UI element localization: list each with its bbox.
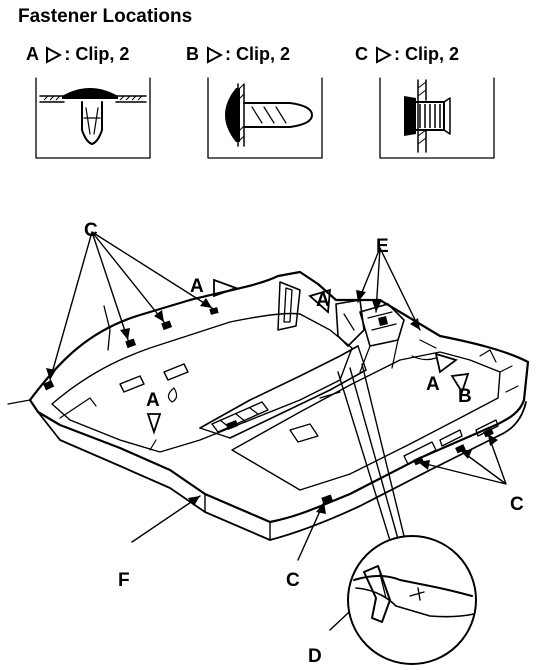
clip-a-detail — [35, 77, 151, 159]
triangle-markers — [146, 278, 470, 435]
triangle-marker-icon — [146, 413, 162, 435]
callout-a: A — [146, 390, 160, 411]
callout-a: A — [190, 276, 204, 297]
triangle-marker-icon — [450, 372, 470, 395]
triangle-marker-icon — [434, 352, 458, 374]
callout-f: F — [118, 570, 130, 591]
fastener-letter-b: B — [186, 44, 199, 64]
fastener-caption-a: A : Clip, 2 — [26, 44, 129, 65]
triangle-marker-icon — [308, 288, 332, 314]
fastener-letter-c: C — [355, 44, 368, 64]
fastener-text-c: : Clip, 2 — [394, 44, 460, 64]
fastener-text-a: : Clip, 2 — [64, 44, 130, 64]
callout-c: C — [84, 220, 98, 241]
callout-c: C — [286, 570, 300, 591]
arrowheads — [46, 290, 498, 608]
callout-d: D — [308, 646, 322, 667]
triangle-marker-icon — [213, 278, 239, 298]
callout-e: E — [376, 236, 389, 257]
fastener-caption-b: B : Clip, 2 — [186, 44, 290, 65]
clip-b-detail — [207, 77, 323, 159]
callout-b: B — [458, 386, 472, 407]
triangle-pointer-icon — [376, 46, 393, 64]
callout-c: C — [510, 494, 524, 515]
zoom-detail-circle — [347, 535, 477, 665]
triangle-pointer-icon — [46, 46, 63, 64]
floor-carpet-drawing — [7, 270, 530, 541]
fastener-text-b: : Clip, 2 — [225, 44, 291, 64]
clip-c-detail — [379, 77, 495, 159]
fastener-letter-a: A — [26, 44, 39, 64]
callout-a: A — [316, 290, 330, 311]
clip-marks — [43, 307, 494, 505]
page-title: Fastener Locations — [18, 6, 193, 27]
fastener-caption-c: C : Clip, 2 — [355, 44, 459, 65]
callout-a: A — [426, 374, 440, 395]
triangle-pointer-icon — [207, 46, 224, 64]
